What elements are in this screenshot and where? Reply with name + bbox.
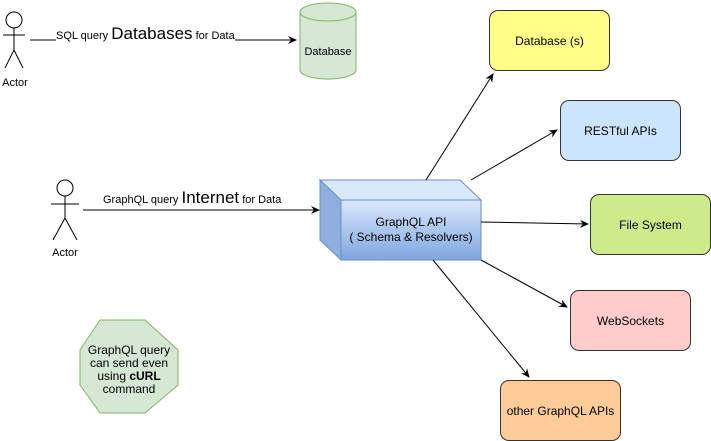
note-text: GraphQL query can send even using cURL c… (80, 344, 178, 396)
graphql-edge-prefix: GraphQL query (103, 194, 179, 206)
graphql-api-title: GraphQL API (375, 215, 447, 229)
edge-to-websockets (480, 259, 568, 308)
restful-apis-box: RESTful APIs (560, 100, 681, 161)
websockets-box: WebSockets (570, 290, 691, 351)
database-label: Database (304, 46, 352, 58)
edge-to-database-s (425, 73, 494, 181)
graphql-api-subtitle: ( Schema & Resolvers) (349, 230, 473, 244)
note-line-3: using cURL (80, 370, 178, 383)
note-line-4: command (102, 382, 156, 396)
edge-to-restful-apis (470, 129, 558, 181)
actor-label: Actor (52, 247, 78, 259)
database-s-box: Database (s) (489, 10, 610, 71)
sql-edge-prefix: SQL query (56, 30, 109, 42)
sql-edge-suffix: for Data (195, 30, 235, 42)
edge-to-file-system (480, 219, 589, 228)
note-line-3-prefix: using (97, 369, 130, 383)
sql-edge-big: Databases (111, 24, 193, 43)
file-system-box: File System (590, 194, 711, 255)
note-line-2: can send even (89, 356, 169, 370)
graphql-api-label: GraphQL API ( Schema & Resolvers) (341, 215, 481, 245)
database-cylinder (299, 2, 357, 80)
note-curl: cURL (129, 369, 161, 383)
note-octagon (79, 319, 179, 414)
sql-edge-label: SQL query Databases for Data (56, 24, 235, 44)
note-line-1: GraphQL query (87, 343, 171, 357)
graphql-edge-label: GraphQL query Internet for Data (103, 188, 282, 208)
file-system-label: File System (619, 217, 682, 232)
other-graphql-apis-label: other GraphQL APIs (506, 403, 615, 418)
actor-icon (51, 179, 79, 241)
other-graphql-apis-box: other GraphQL APIs (500, 380, 621, 441)
actor-label: Actor (2, 77, 28, 89)
actor-icon (3, 11, 25, 69)
graphql-edge-suffix: for Data (242, 194, 282, 206)
restful-apis-label: RESTful APIs (584, 123, 657, 138)
edge-to-other-graphql-apis (432, 259, 530, 378)
websockets-label: WebSockets (596, 313, 665, 328)
graphql-api-cube (318, 178, 483, 262)
graphql-edge-big: Internet (181, 188, 240, 207)
database-s-label: Database (s) (515, 33, 584, 48)
